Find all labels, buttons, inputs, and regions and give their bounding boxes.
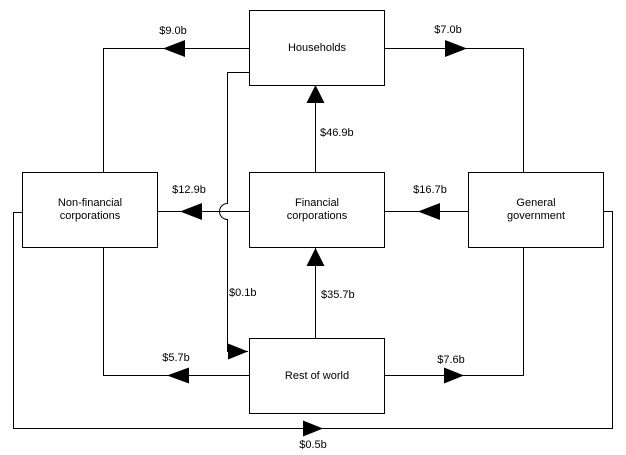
box-rest-of-world: Rest of world — [249, 338, 385, 414]
flow-line-9-0b — [103, 48, 249, 172]
flow-label-5-7b: $5.7b — [162, 352, 190, 364]
arrowhead-right-0-5b — [303, 420, 323, 437]
flow-line-5-7b — [103, 247, 249, 376]
arrowhead-up-35-7b — [306, 248, 325, 266]
box-non-financial-corporations: Non-financial corporations — [22, 172, 158, 248]
flow-label-46-9b: $46.9b — [320, 127, 354, 139]
box-financial-corporations: Financial corporations — [249, 172, 385, 248]
arrowhead-right-7-0b — [445, 40, 467, 57]
flow-label-16-7b: $16.7b — [413, 184, 447, 196]
box-non-financial-corporations-label: Non-financial corporations — [57, 197, 123, 222]
arrowhead-left-16-7b — [418, 203, 440, 220]
box-financial-corporations-label: Financial corporations — [286, 197, 348, 222]
arrowhead-right-7-6b — [444, 367, 464, 384]
arrowhead-left-5-7b — [167, 367, 189, 384]
flow-label-9-0b: $9.0b — [159, 25, 187, 37]
flow-line-7-0b — [384, 48, 524, 172]
arrowhead-left-9-0b — [163, 40, 185, 57]
box-general-government-label: General government — [506, 197, 566, 222]
flow-label-7-6b: $7.6b — [437, 354, 465, 366]
arrowhead-left-12-9b — [180, 203, 202, 220]
box-general-government: General government — [468, 172, 604, 248]
flow-label-0-1b: $0.1b — [229, 287, 257, 299]
flow-label-12-9b: $12.9b — [172, 184, 206, 196]
flow-label-7-0b: $7.0b — [434, 24, 462, 36]
flow-line-0-1b — [219, 72, 249, 352]
flow-line-7-6b — [384, 247, 524, 376]
flow-label-35-7b: $35.7b — [321, 289, 355, 301]
arrowhead-right-0-1b — [228, 343, 248, 360]
flow-label-0-5b: $0.5b — [299, 439, 327, 451]
arrowhead-up-46-9b — [306, 85, 325, 103]
box-households: Households — [249, 10, 385, 86]
box-households-label: Households — [287, 41, 347, 54]
box-rest-of-world-label: Rest of world — [284, 369, 350, 382]
